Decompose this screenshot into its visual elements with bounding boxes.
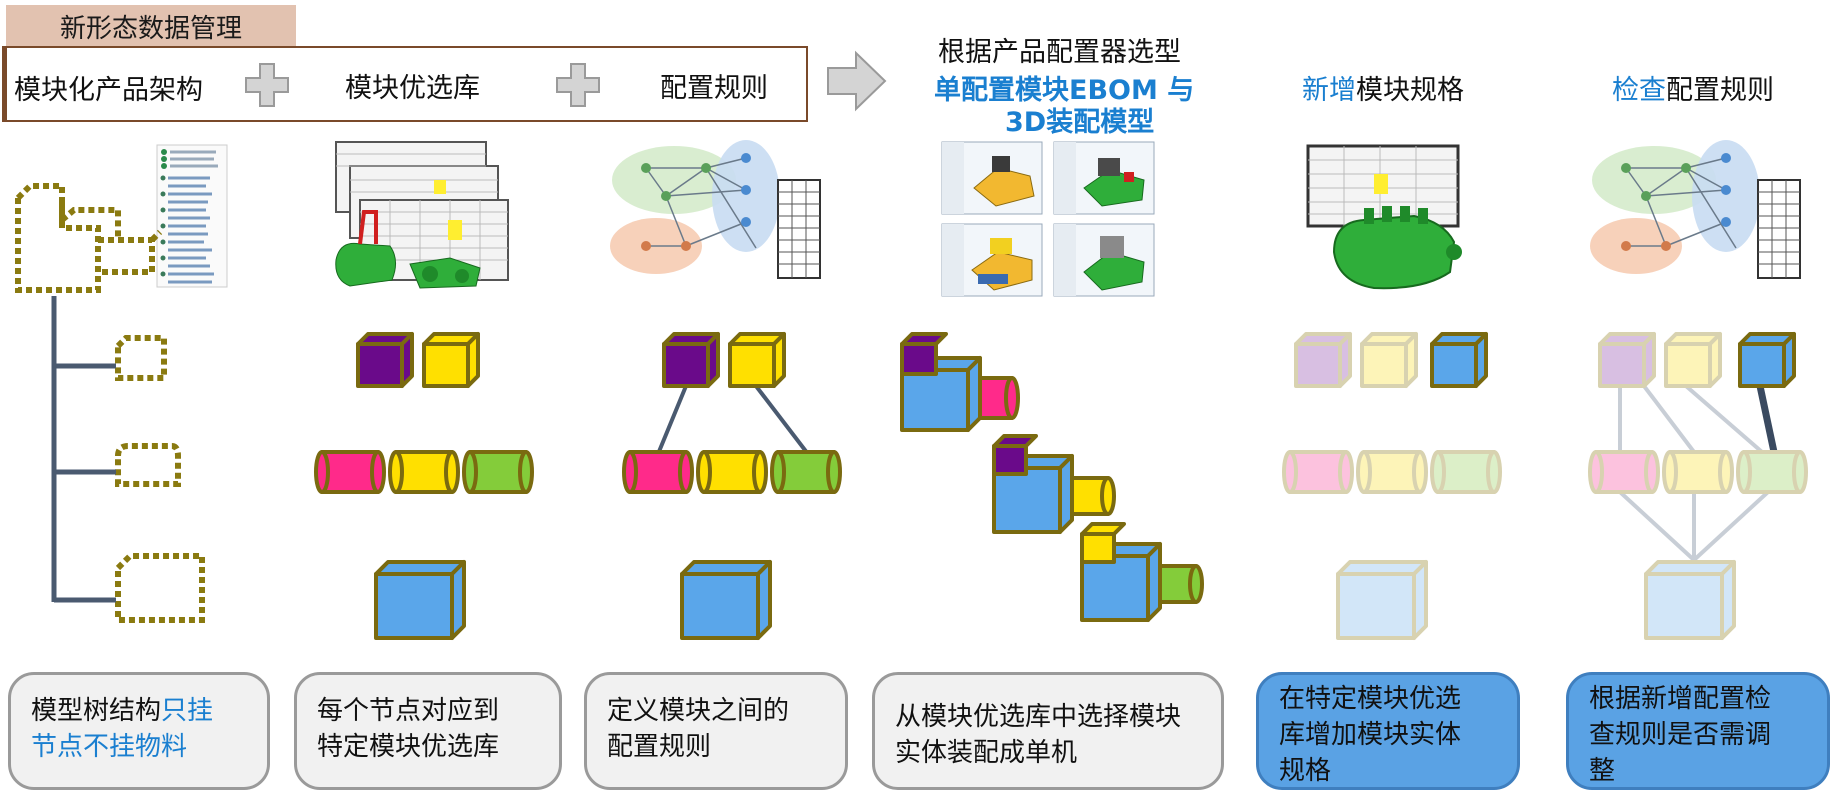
cube-yellow	[728, 332, 786, 388]
cylinder-yellow-faded	[1356, 450, 1428, 494]
cube-yellow-faded	[1664, 332, 1722, 388]
col6-title-rest: 配置规则	[1666, 75, 1774, 106]
assembly-3	[1080, 522, 1204, 622]
check-rule-links	[1618, 384, 1770, 562]
col5-title: 新增模块规格	[1302, 68, 1464, 107]
callout-text: 配置规则	[607, 732, 712, 762]
cube-purple	[662, 332, 720, 388]
faded-library-shapes	[1282, 332, 1502, 640]
col5-title-highlight: 新增	[1302, 75, 1356, 106]
check-rule-shapes	[1588, 332, 1808, 640]
new-spec-thumbnail	[1306, 144, 1462, 290]
check-rule-link-new	[1756, 385, 1778, 453]
cube-blue-faded	[1336, 560, 1428, 640]
cylinder-yellow-faded	[1662, 450, 1734, 494]
module-library-thumbnail	[335, 141, 509, 289]
callout-text: 规格	[1279, 756, 1332, 786]
rule-links	[656, 384, 810, 456]
cube-purple-faded	[1294, 332, 1352, 388]
check-rules-thumbnail	[1590, 140, 1801, 279]
header-item-rules: 配置规则	[660, 73, 768, 104]
cube-yellow	[422, 332, 480, 388]
col4-title-line2: 单配置模块EBOM 与	[934, 75, 1195, 106]
cylinder-yellow	[388, 450, 460, 494]
cylinder-pink	[314, 450, 386, 494]
cube-blue-new	[1738, 332, 1796, 388]
callout-text: 查规则是否需调	[1589, 720, 1772, 750]
header-item-architecture: 模块化产品架构	[14, 75, 203, 106]
cad-assembly-thumbnails	[941, 141, 1155, 297]
cube-blue	[680, 560, 772, 640]
callout-text: 根据新增配置检	[1589, 684, 1772, 714]
assembly-2	[992, 434, 1116, 534]
callout-text: 特定模块优选库	[317, 732, 500, 762]
callout-new-spec: 在特定模块优选 库增加模块实体 规格	[1256, 672, 1520, 790]
col6-title-highlight: 检查	[1612, 75, 1666, 106]
model-tree-legend-thumbnail	[156, 144, 228, 288]
plus-icon	[245, 63, 289, 107]
callout-text: 在特定模块优选	[1279, 684, 1462, 714]
cube-blue-new	[1430, 332, 1488, 388]
config-rules-thumbnail	[610, 140, 821, 279]
cube-purple	[356, 332, 414, 388]
callout-text: 库增加模块实体	[1279, 720, 1462, 750]
tree-connector	[51, 296, 116, 603]
cylinder-pink-faded	[1588, 450, 1660, 494]
arrow-right-icon	[827, 50, 887, 112]
module-library-shapes	[314, 332, 534, 640]
cylinder-pink-faded	[1282, 450, 1354, 494]
callout-model-tree: 模型树结构只挂 节点不挂物料	[8, 672, 270, 790]
callout-config-rules: 定义模块之间的 配置规则	[584, 672, 848, 790]
callout-assembly: 从模块优选库中选择模块 实体装配成单机	[872, 672, 1224, 790]
callout-text: 整	[1589, 756, 1616, 786]
header-bar	[2, 46, 808, 122]
callout-highlight: 节点不挂物料	[31, 732, 188, 762]
assembly-1	[900, 332, 1020, 432]
cylinder-green-faded	[1430, 450, 1502, 494]
cylinder-pink	[622, 450, 694, 494]
plus-icon	[556, 63, 600, 107]
col5-title-rest: 模块规格	[1356, 75, 1464, 106]
cylinder-green	[770, 450, 842, 494]
cylinder-green-faded	[1736, 450, 1808, 494]
config-rule-shapes	[622, 332, 842, 640]
header-item-library: 模块优选库	[345, 73, 480, 104]
callout-text: 从模块优选库中选择模块	[895, 702, 1182, 732]
cube-purple-faded	[1598, 332, 1656, 388]
col6-title: 检查配置规则	[1612, 68, 1774, 107]
callout-text: 实体装配成单机	[895, 738, 1078, 768]
callout-text: 定义模块之间的	[607, 696, 790, 726]
model-tree	[15, 183, 205, 623]
callout-text: 每个节点对应到	[317, 696, 500, 726]
header-badge: 新形态数据管理	[6, 5, 296, 49]
callout-check-rules: 根据新增配置检 查规则是否需调 整	[1566, 672, 1830, 790]
callout-text: 模型树结构	[31, 696, 162, 726]
cube-blue-faded	[1644, 560, 1736, 640]
assembly-shapes	[900, 332, 1204, 622]
col4-title-line3: 3D装配模型	[1005, 107, 1155, 138]
cylinder-yellow	[696, 450, 768, 494]
cylinder-green	[462, 450, 534, 494]
cube-blue	[374, 560, 466, 640]
callout-module-library: 每个节点对应到 特定模块优选库	[294, 672, 562, 790]
callout-highlight: 只挂	[161, 696, 214, 726]
cube-yellow-faded	[1360, 332, 1418, 388]
col4-title-line1: 根据产品配置器选型	[938, 37, 1181, 68]
